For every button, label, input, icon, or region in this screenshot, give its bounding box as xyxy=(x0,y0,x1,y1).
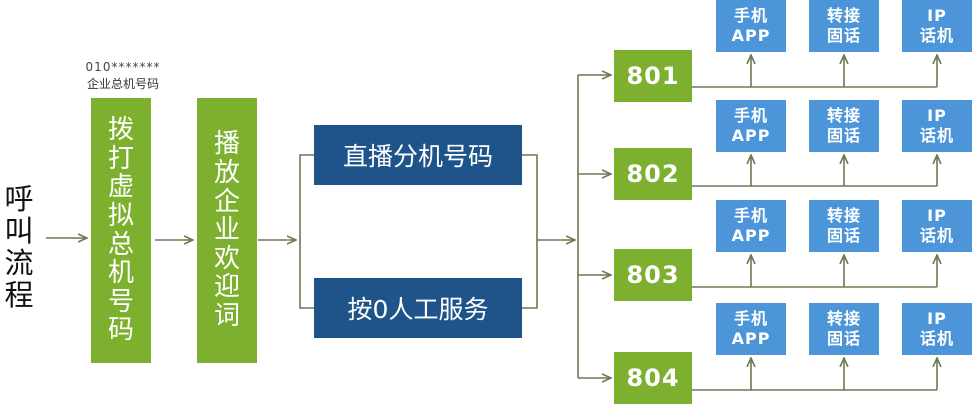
line-branch-manual xyxy=(299,240,314,309)
device-label: 转接 xyxy=(826,206,861,225)
extension-802: 802 xyxy=(614,148,692,200)
flow-title: 呼 叫 流 程 xyxy=(2,178,36,318)
line-branch-direct xyxy=(299,154,314,240)
dial-char: 打 xyxy=(107,143,134,174)
device-mobile-app: 手机 APP xyxy=(716,100,786,152)
trunk-number: 010******* xyxy=(85,60,161,74)
greeting-char: 放 xyxy=(213,158,240,189)
device-label: 手机 xyxy=(733,206,768,225)
extension-801: 801 xyxy=(614,50,692,102)
device-label: 话机 xyxy=(919,329,954,348)
device-label: IP xyxy=(927,309,947,328)
device-mobile-app: 手机 APP xyxy=(716,200,786,252)
device-label: APP xyxy=(731,329,771,348)
device-label: IP xyxy=(927,6,947,25)
device-label: 转接 xyxy=(826,309,861,328)
dial-char: 总 xyxy=(107,229,134,260)
device-label: APP xyxy=(731,26,771,45)
flow-title-char: 程 xyxy=(4,277,34,312)
extension-803: 803 xyxy=(614,249,692,301)
dial-char: 虚 xyxy=(107,172,134,203)
device-label: 转接 xyxy=(826,6,861,25)
device-mobile-app: 手机 APP xyxy=(716,303,786,355)
device-label: 固话 xyxy=(826,26,861,45)
device-label: 转接 xyxy=(826,106,861,125)
device-label: 手机 xyxy=(733,106,768,125)
device-label: 手机 xyxy=(733,309,768,328)
device-label: 话机 xyxy=(919,26,954,45)
greeting-char: 词 xyxy=(213,300,240,331)
line-merge-direct xyxy=(522,154,538,240)
device-label: 话机 xyxy=(919,226,954,245)
device-forward-landline: 转接 固话 xyxy=(809,100,879,152)
greeting-char: 企 xyxy=(213,186,240,217)
flow-title-char: 流 xyxy=(4,246,34,280)
device-label: 固话 xyxy=(826,226,861,245)
dial-char: 拨 xyxy=(107,115,134,146)
dial-char: 机 xyxy=(107,258,134,289)
greeting-char: 欢 xyxy=(213,243,240,274)
dial-virtual-number-box: 拨 打 虚 拟 总 机 号 码 xyxy=(91,98,151,363)
flow-title-char: 呼 xyxy=(4,182,34,217)
device-forward-landline: 转接 固话 xyxy=(809,303,879,355)
device-label: APP xyxy=(731,126,771,145)
device-label: APP xyxy=(731,226,771,245)
dial-char: 码 xyxy=(107,315,134,346)
device-mobile-app: 手机 APP xyxy=(716,0,786,52)
device-label: IP xyxy=(927,206,947,225)
greeting-char: 业 xyxy=(213,215,240,246)
extension-804: 804 xyxy=(614,352,692,404)
dial-char: 号 xyxy=(107,286,134,317)
device-label: 固话 xyxy=(826,126,861,145)
device-label: IP xyxy=(927,106,947,125)
device-ip-phone: IP 话机 xyxy=(902,200,972,252)
device-ip-phone: IP 话机 xyxy=(902,303,972,355)
device-label: 话机 xyxy=(919,126,954,145)
device-forward-landline: 转接 固话 xyxy=(809,0,879,52)
dial-char: 拟 xyxy=(107,200,134,231)
device-label: 固话 xyxy=(826,329,861,348)
greeting-char: 播 xyxy=(213,129,240,160)
play-greeting-box: 播 放 企 业 欢 迎 词 xyxy=(197,98,257,363)
line-merge-manual xyxy=(522,240,538,309)
device-ip-phone: IP 话机 xyxy=(902,100,972,152)
device-forward-landline: 转接 固话 xyxy=(809,200,879,252)
greeting-char: 迎 xyxy=(213,272,240,303)
device-label: 手机 xyxy=(733,6,768,25)
manual-service-box: 按0人工服务 xyxy=(314,278,522,338)
trunk-caption: 企业总机号码 xyxy=(86,77,159,91)
direct-extension-box: 直播分机号码 xyxy=(314,125,522,185)
flow-title-char: 叫 xyxy=(4,214,34,249)
device-ip-phone: IP 话机 xyxy=(902,0,972,52)
